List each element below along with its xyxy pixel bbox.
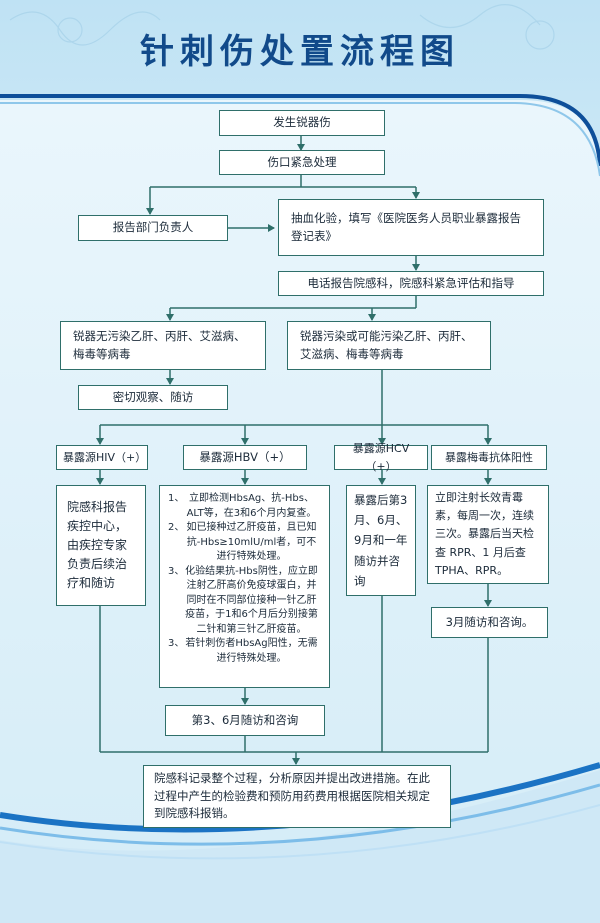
hbv-item-4: 3、若针刺伤者HbsAg阳性，无需进行特殊处理。 — [168, 638, 318, 664]
page-title: 针刺伤处置流程图 — [140, 32, 460, 72]
step-blood-test-register: 抽血化验，填写《医院医务人员职业暴露报告登记表》 — [278, 199, 544, 256]
step-report-department-head: 报告部门负责人 — [78, 215, 228, 241]
syphilis-followup: 3月随访和咨询。 — [431, 607, 548, 638]
hcv-detail: 暴露后第3月、6月、9月和一年随访并咨询 — [346, 485, 416, 596]
hbv-followup: 第3、6月随访和咨询 — [165, 705, 325, 736]
branch-hcv-label: 暴露源HCV（+） — [334, 442, 428, 473]
hbv-detail: 1、立即检测HbsAg、抗-Hbs、ALT等，在3和6个月内复查。 2、如已接种… — [159, 485, 330, 688]
case-contaminated: 锐器污染或可能污染乙肝、丙肝、艾滋病、梅毒等病毒 — [287, 321, 491, 370]
hbv-item-1: 1、立即检测HbsAg、抗-Hbs、ALT等，在3和6个月内复查。 — [168, 493, 317, 519]
final-record-step: 院感科记录整个过程，分析原因并提出改进措施。在此过程中产生的检验费和预防用药费用… — [143, 765, 451, 828]
hbv-item-2: 2、如已接种过乙肝疫苗，且已知抗-Hbs≥10mlU/ml者，可不进行特殊处理。 — [168, 522, 317, 562]
hiv-detail: 院感科报告疾控中心，由疾控专家负责后续治疗和随访 — [56, 485, 146, 606]
hbv-item-3: 3、化验结果抗-Hbs阴性，应立即注射乙肝高价免疫球蛋白，并同时在不同部位接种一… — [168, 565, 318, 635]
syphilis-detail: 立即注射长效青霉素，每周一次，连续三次。暴露后当天检查 RPR、1 月后查TPH… — [427, 485, 549, 584]
branch-syphilis-label: 暴露梅毒抗体阳性 — [431, 445, 547, 470]
step-close-observation: 密切观察、随访 — [78, 385, 228, 410]
case-not-contaminated: 锐器无污染乙肝、丙肝、艾滋病、梅毒等病毒 — [60, 321, 266, 370]
step-emergency-treatment: 伤口紧急处理 — [219, 150, 385, 175]
branch-hbv-label: 暴露源HBV（+） — [183, 445, 307, 470]
step-injury: 发生锐器伤 — [219, 110, 385, 136]
hbv-instruction-list: 1、立即检测HbsAg、抗-Hbs、ALT等，在3和6个月内复查。 2、如已接种… — [168, 492, 321, 666]
branch-hiv-label: 暴露源HIV（+） — [56, 445, 148, 470]
step-phone-report-infection-dept: 电话报告院感科，院感科紧急评估和指导 — [278, 271, 544, 296]
